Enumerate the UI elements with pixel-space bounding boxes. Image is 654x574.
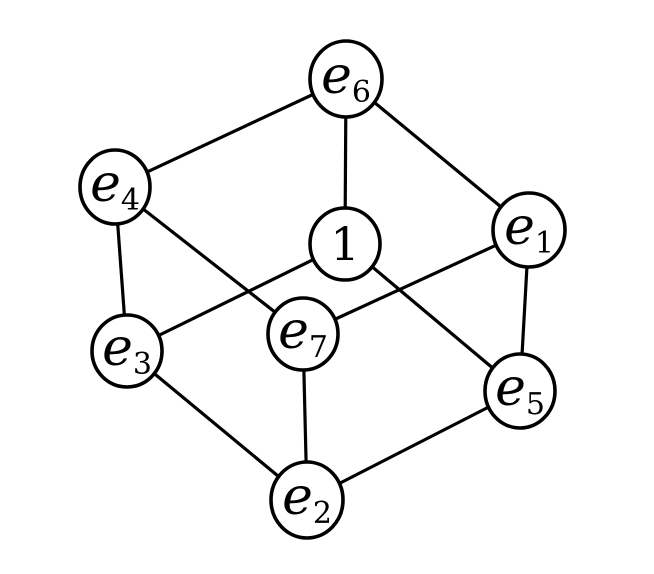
node-label-e7: e7 bbox=[278, 301, 328, 365]
graph-node-e2: e2 bbox=[269, 460, 345, 540]
node-label-e1: e1 bbox=[504, 197, 554, 261]
graph-edge-n1-e5 bbox=[343, 242, 522, 393]
node-circle-n1 bbox=[308, 206, 382, 282]
node-circle-e1 bbox=[491, 191, 567, 269]
graph-node-e3: e3 bbox=[90, 313, 164, 389]
node-label-e3: e3 bbox=[102, 318, 152, 382]
node-label-e2: e2 bbox=[282, 467, 332, 531]
node-label-n1: 1 bbox=[330, 217, 359, 271]
graph-node-e7: e7 bbox=[266, 296, 340, 372]
graph-node-e1: e1 bbox=[491, 191, 567, 269]
graph-edge-e7-e1 bbox=[302, 228, 530, 336]
node-circle-e5 bbox=[483, 352, 557, 430]
node-circle-e6 bbox=[308, 39, 384, 119]
graph-edge-e6-e1 bbox=[344, 77, 531, 232]
node-circle-e3 bbox=[90, 313, 164, 389]
node-circle-e7 bbox=[266, 296, 340, 372]
graph-edge-e3-e2 bbox=[125, 349, 309, 502]
graph-node-e5: e5 bbox=[483, 352, 557, 430]
node-circle-e2 bbox=[269, 460, 345, 540]
graph-edge-n1-e3 bbox=[126, 242, 346, 353]
node-label-e4: e4 bbox=[90, 154, 140, 218]
graph-node-e4: e4 bbox=[78, 148, 152, 226]
node-circle-e4 bbox=[78, 148, 152, 226]
graph-node-n1: 1 bbox=[308, 206, 382, 282]
node-label-e6: e6 bbox=[321, 46, 371, 110]
graph-edge-e6-e4 bbox=[114, 77, 347, 189]
graph-edge-e5-e2 bbox=[306, 389, 521, 502]
graph-edge-e4-e7 bbox=[114, 185, 304, 336]
graph-node-e6: e6 bbox=[308, 39, 384, 119]
node-label-e5: e5 bbox=[495, 358, 545, 422]
